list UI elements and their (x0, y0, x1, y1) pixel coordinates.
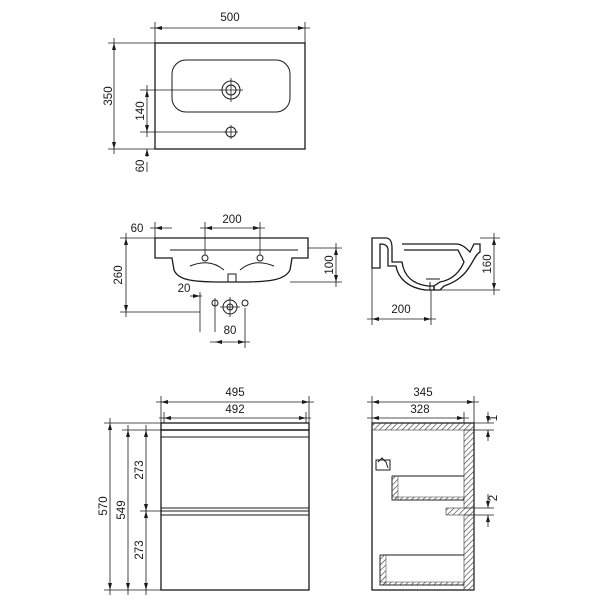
dim-tap-offset: 140 (135, 101, 147, 120)
dim-side-depth: 200 (391, 304, 410, 316)
bowl-outline (171, 59, 291, 113)
drain-neck (227, 273, 237, 283)
dim-top-width: 500 (220, 12, 239, 24)
dim-bowl-depth: 100 (324, 255, 336, 274)
dim-outer-depth: 345 (413, 387, 432, 399)
dim-front-height: 260 (113, 265, 125, 284)
cabinet-body (160, 429, 310, 591)
dim-top-depth: 350 (103, 86, 115, 105)
dim-mid-gap: 2 (488, 495, 500, 501)
side-profile-bowl (402, 243, 481, 291)
dim-drawer-bottom-height: 273 (134, 540, 146, 559)
top-view: 500 350 140 60 (103, 12, 310, 172)
cabinet-front: 495 492 570 549 273 273 (98, 387, 314, 595)
dim-top-gap: 1 (488, 415, 500, 421)
lower-drawer-box (379, 554, 464, 586)
dim-overflow-offset: 60 (131, 223, 144, 235)
dim-outer-width: 495 (225, 387, 244, 399)
overflow-hole-right (256, 254, 264, 262)
dim-hole-offset: 20 (178, 283, 191, 295)
waste-hole-right (241, 299, 249, 307)
front-panel-top-section (463, 429, 475, 509)
side-section: 160 200 (367, 233, 500, 325)
dim-inner-depth: 328 (410, 404, 429, 416)
overflow-hole-left (201, 254, 209, 262)
dim-total-height: 570 (98, 496, 110, 515)
front-section: 60 200 260 100 20 (113, 214, 342, 348)
mid-rail (445, 507, 475, 516)
upper-drawer-box (391, 475, 464, 501)
bowl-contour (189, 262, 275, 271)
side-profile-outer (371, 237, 435, 291)
dim-hole-spacing: 200 (222, 214, 241, 226)
dim-body-height: 549 (116, 500, 128, 519)
front-panel-bottom-section (463, 514, 475, 591)
cabinet-side: 345 328 1 2 (367, 387, 500, 591)
cabinet-side-outline (371, 422, 475, 591)
siphon-cutout (375, 459, 391, 471)
worktop (160, 422, 310, 431)
basin-front-outline (154, 237, 309, 283)
basin-outline (154, 42, 306, 150)
dim-inner-width: 492 (225, 404, 244, 416)
dim-hole-spacing-small: 80 (224, 325, 237, 337)
dim-front-offset: 60 (135, 160, 147, 173)
worktop-section (371, 422, 475, 431)
dim-drawer-top-height: 273 (134, 460, 146, 479)
dim-side-height: 160 (482, 254, 494, 273)
